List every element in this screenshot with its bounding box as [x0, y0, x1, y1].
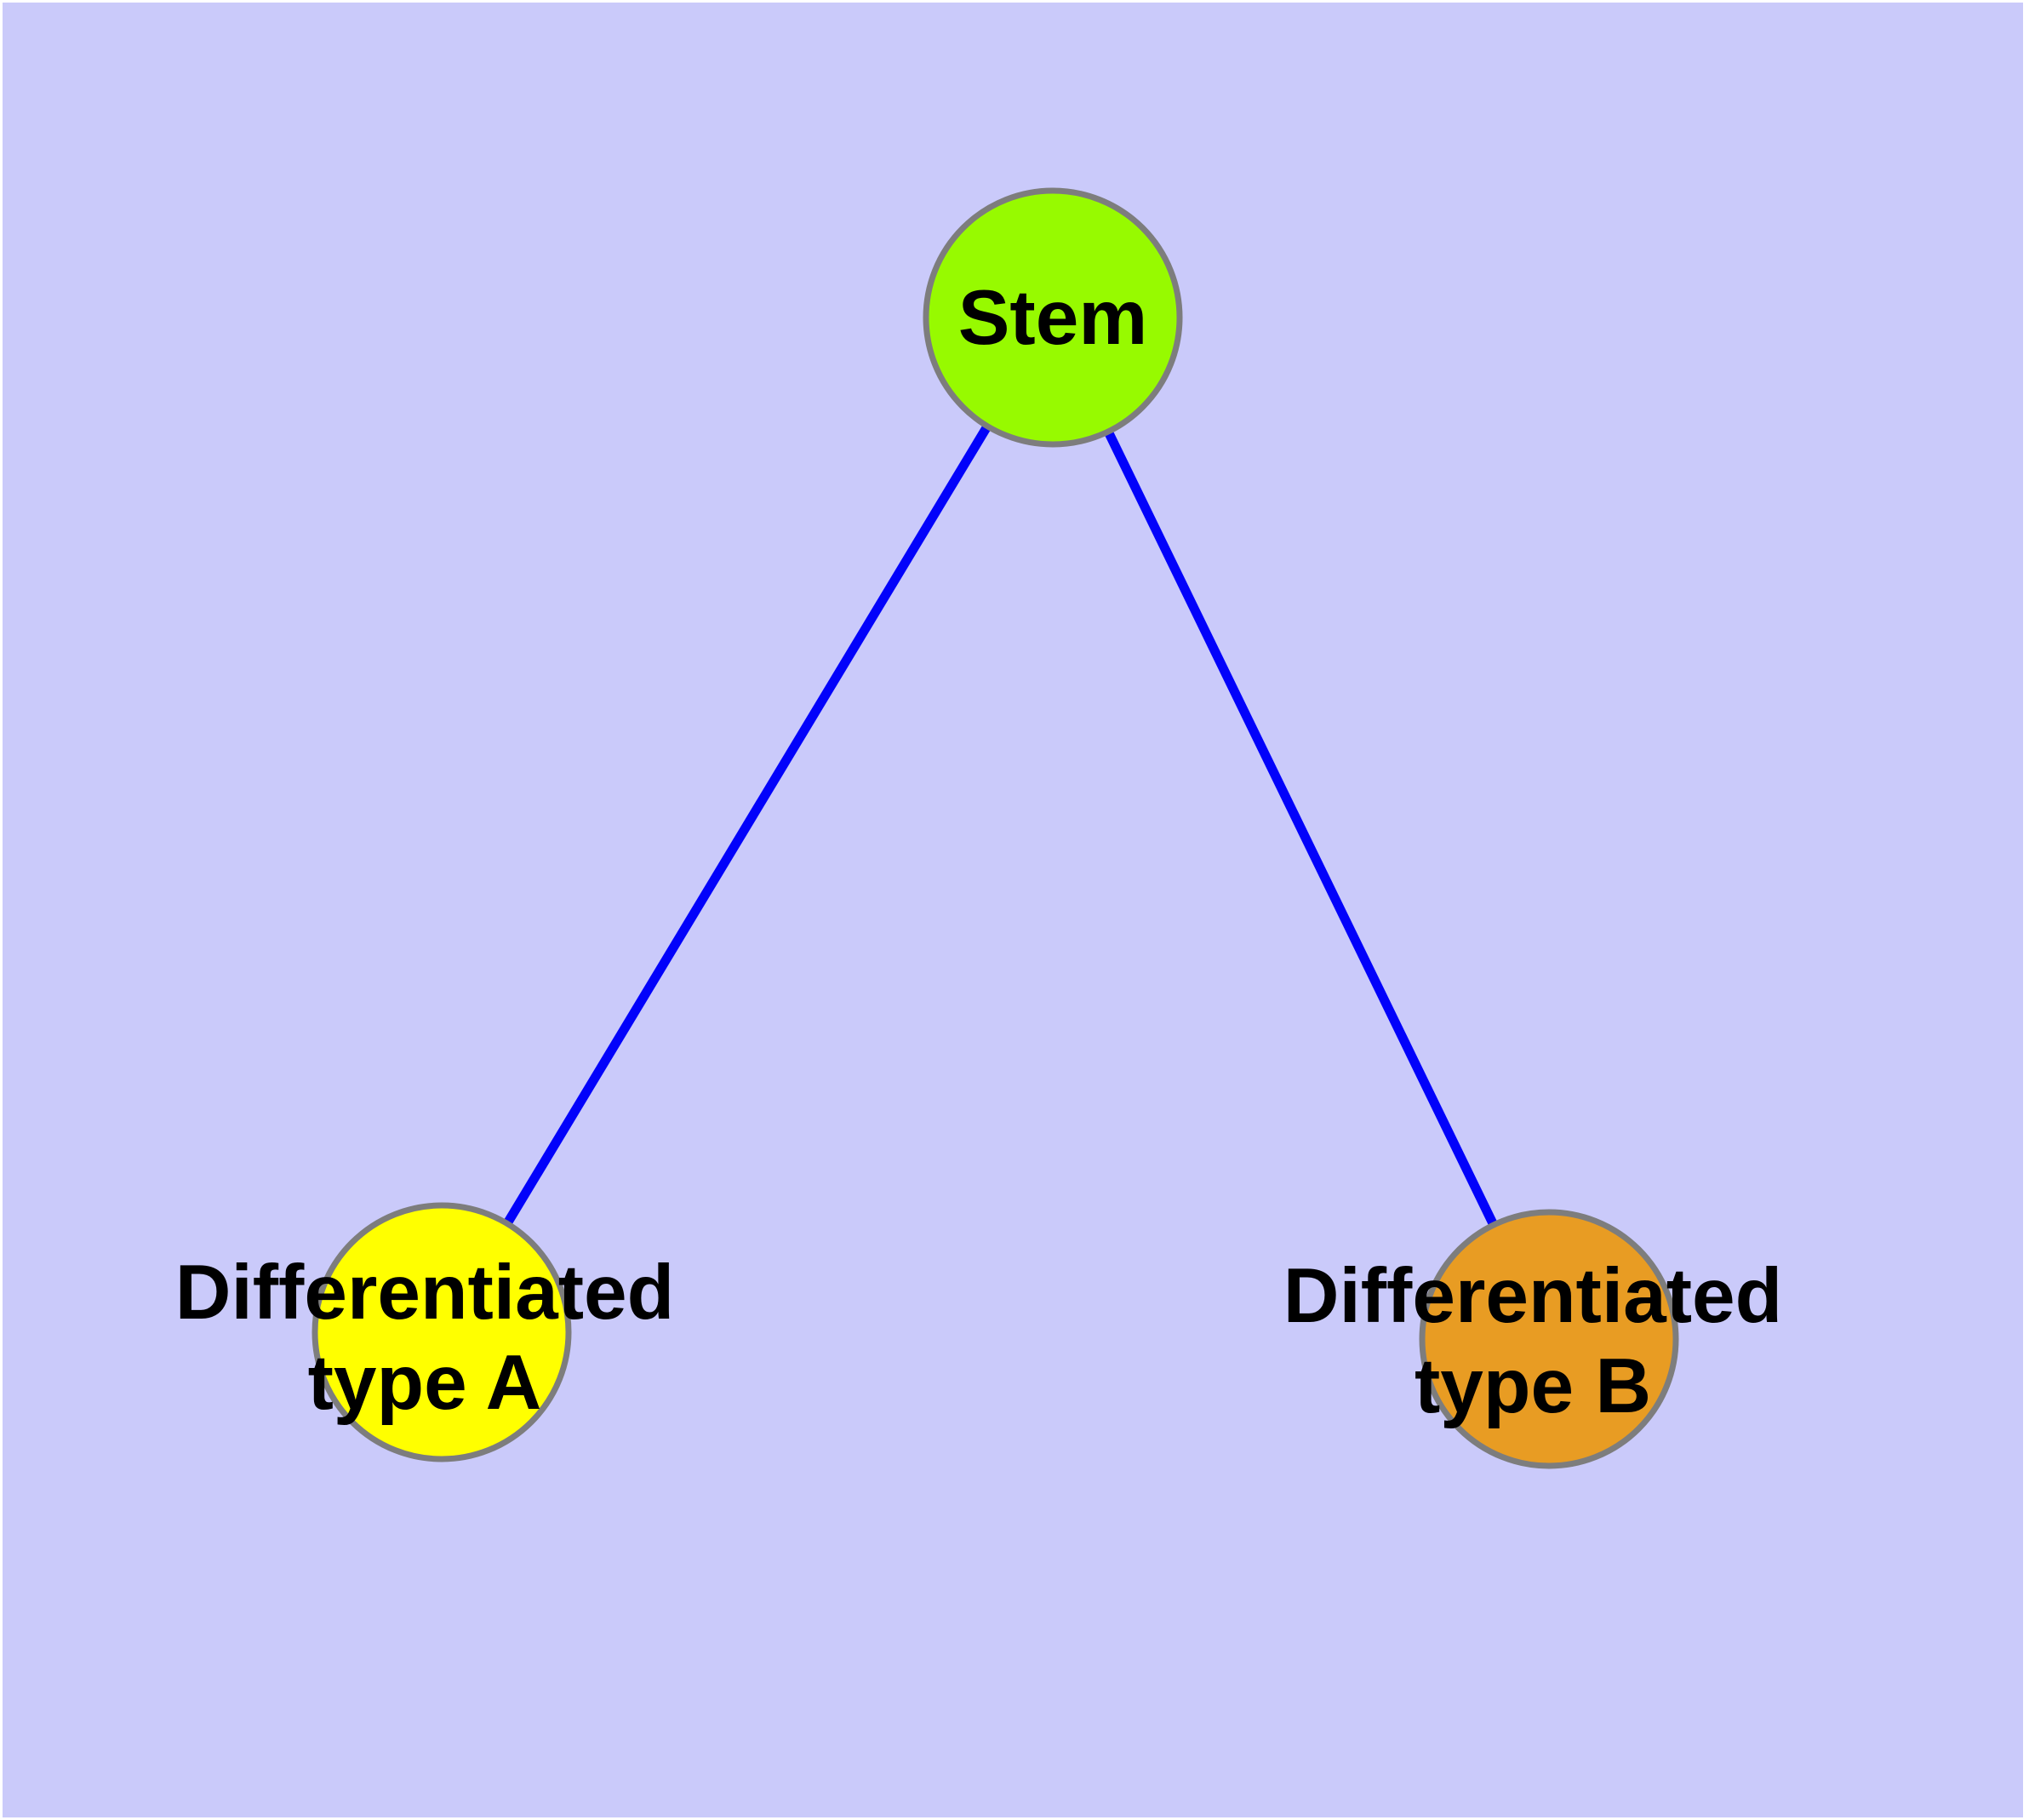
node-stem-label-text: Stem — [957, 275, 1148, 361]
node-label-line-2: type A — [307, 1340, 542, 1426]
node-differentiated-type-b[interactable] — [1419, 1209, 1679, 1469]
node-differentiated-type-a-label: Differentiated type A — [175, 1248, 675, 1428]
edge-stem-to-type-b[interactable] — [1049, 315, 1553, 1342]
node-differentiated-type-a[interactable] — [311, 1202, 572, 1462]
node-label-line-2: type B — [1414, 1343, 1652, 1429]
edge-stem-to-type-a[interactable] — [437, 315, 1057, 1335]
node-label-line-1: Differentiated — [174, 1250, 675, 1336]
node-stem[interactable] — [923, 187, 1183, 448]
node-differentiated-type-b-label: Differentiated type B — [1283, 1251, 1783, 1432]
node-label-line-1: Differentiated — [1283, 1253, 1783, 1339]
node-stem-label: Stem — [958, 273, 1148, 363]
